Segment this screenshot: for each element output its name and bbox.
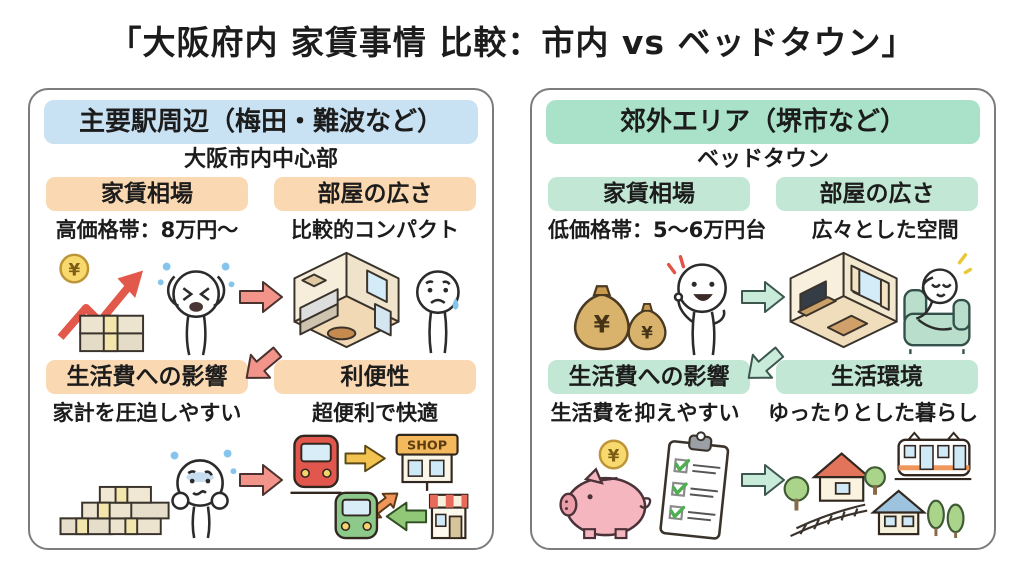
svg-text:¥: ¥ bbox=[68, 259, 80, 279]
suburb-caption-row-2: 生活費を抑えやすい ゆったりとした暮らし bbox=[542, 394, 984, 427]
city-illustration-row-2: SHOP bbox=[40, 428, 482, 540]
big-money-pile-worried-person-icon bbox=[59, 449, 237, 539]
right-arrow-icon bbox=[239, 464, 283, 496]
suburb-environment-label: 生活環境 bbox=[776, 360, 978, 394]
suburb-rent-caption: 低価格帯：5〜6万円台 bbox=[548, 218, 767, 242]
suburban-houses-trees-train-icon bbox=[783, 431, 972, 539]
city-rent-caption: 高価格帯：8万円〜 bbox=[55, 218, 239, 242]
city-convenience-caption: 超便利で快適 bbox=[312, 401, 438, 425]
down-left-arrow-icon bbox=[245, 346, 283, 379]
city-roomsize-label: 部屋の広さ bbox=[274, 177, 476, 211]
green-train-icon bbox=[334, 491, 379, 540]
suburb-illustration-row-2: ¥ bbox=[542, 428, 984, 540]
city-caption-row-2: 家計を圧迫しやすい 超便利で快適 bbox=[40, 394, 482, 427]
emphasis-marks-icon bbox=[666, 255, 686, 275]
trains-and-shops-access-icon: SHOP bbox=[290, 433, 469, 540]
city-rent-label: 家賃相場 bbox=[46, 177, 248, 211]
piggy-bank-icon: ¥ bbox=[559, 439, 652, 540]
worried-person-icon bbox=[171, 459, 229, 539]
money-bag-icon: ¥ bbox=[627, 302, 667, 351]
svg-text:¥: ¥ bbox=[608, 445, 620, 465]
small-room-icon bbox=[293, 251, 400, 349]
tear-icon bbox=[452, 298, 459, 310]
rising-rent-money-stacks-stressed-person-icon: ¥ bbox=[57, 253, 235, 356]
tree-icon bbox=[927, 499, 965, 539]
suburb-cost-caption: 生活費を抑えやすい bbox=[550, 401, 740, 425]
railway-track-icon bbox=[790, 503, 868, 538]
money-pile-icon bbox=[59, 485, 170, 536]
suburb-panel-subtitle: ベッドタウン bbox=[696, 147, 829, 172]
piggy-bank-and-checklist-icon: ¥ bbox=[559, 431, 730, 540]
red-roof-house-icon bbox=[811, 452, 873, 502]
blue-roof-house-icon bbox=[870, 489, 928, 536]
spacious-living-room-relaxed-person-icon bbox=[789, 251, 973, 355]
city-panel-subtitle: 大阪市内中心部 bbox=[183, 147, 338, 172]
sweat-drops-icon bbox=[157, 262, 235, 288]
city-cost-caption: 家計を圧迫しやすい bbox=[52, 401, 242, 425]
checklist-icon bbox=[659, 431, 730, 540]
stressed-person-icon bbox=[167, 270, 226, 356]
suburb-label-row-1: 家賃相場 部屋の広さ bbox=[542, 174, 984, 211]
yellow-right-arrow-icon bbox=[344, 444, 386, 473]
happy-person-icon bbox=[673, 263, 727, 356]
tree-icon bbox=[864, 466, 886, 495]
city-illustration-row-1: ¥ bbox=[40, 245, 482, 357]
money-stacks-icon bbox=[79, 314, 145, 353]
panel-city-center: 主要駅周辺（梅田・難波など） 大阪市内中心部 家賃相場 部屋の広さ 高価格帯：8… bbox=[28, 88, 494, 550]
city-panel-header: 主要駅周辺（梅田・難波など） bbox=[44, 100, 478, 144]
awning-store-icon bbox=[428, 493, 469, 540]
city-label-row-2: 生活費への影響 利便性 bbox=[40, 357, 482, 394]
city-label-row-1: 家賃相場 部屋の広さ bbox=[40, 174, 482, 211]
page-title: 「大阪府内 家賃事情 比較：市内 vs ベッドタウン」 bbox=[108, 23, 916, 62]
suburb-cost-label: 生活費への影響 bbox=[548, 360, 750, 394]
city-cost-label: 生活費への影響 bbox=[46, 360, 248, 394]
money-bags-happy-person-icon: ¥ ¥ bbox=[573, 255, 727, 356]
suburb-caption-row-1: 低価格帯：5〜6万円台 広々とした空間 bbox=[542, 211, 984, 244]
svg-text:SHOP: SHOP bbox=[407, 439, 447, 454]
panel-suburb: 郊外エリア（堺市など） ベッドタウン 家賃相場 部屋の広さ 低価格帯：5〜6万円… bbox=[530, 88, 996, 550]
suburb-panel-header: 郊外エリア（堺市など） bbox=[546, 100, 980, 144]
comparison-panels: 主要駅周辺（梅田・難波など） 大阪市内中心部 家賃相場 部屋の広さ 高価格帯：8… bbox=[0, 88, 1024, 550]
right-arrow-icon bbox=[239, 281, 283, 313]
right-arrow-icon bbox=[741, 281, 785, 313]
suburb-environment-caption: ゆったりとした暮らし bbox=[768, 401, 978, 425]
tree-icon bbox=[783, 476, 810, 511]
sad-person-icon bbox=[415, 270, 460, 354]
money-bag-icon: ¥ bbox=[573, 285, 630, 351]
compact-kitchen-room-sad-person-icon bbox=[293, 251, 460, 354]
suburb-label-row-2: 生活費への影響 生活環境 bbox=[542, 357, 984, 394]
relaxed-person-icon bbox=[915, 268, 958, 331]
city-roomsize-caption: 比較的コンパクト bbox=[291, 218, 459, 242]
suburb-rent-label: 家賃相場 bbox=[548, 177, 750, 211]
green-left-arrow-icon bbox=[385, 501, 428, 532]
svg-text:¥: ¥ bbox=[641, 322, 653, 342]
right-arrow-icon bbox=[741, 464, 785, 496]
sparkle-icon bbox=[957, 253, 973, 275]
city-caption-row-1: 高価格帯：8万円〜 比較的コンパクト bbox=[40, 211, 482, 244]
city-convenience-label: 利便性 bbox=[274, 360, 476, 394]
red-train-icon bbox=[290, 434, 342, 495]
sweat-drops-icon bbox=[170, 449, 237, 475]
commuter-train-icon bbox=[894, 431, 972, 481]
living-room-icon bbox=[789, 251, 898, 349]
suburb-illustration-row-1: ¥ ¥ bbox=[542, 245, 984, 357]
suburb-roomsize-label: 部屋の広さ bbox=[776, 177, 978, 211]
svg-text:¥: ¥ bbox=[594, 310, 611, 338]
shop-building-icon: SHOP bbox=[395, 433, 459, 491]
down-left-arrow-icon bbox=[747, 346, 785, 379]
suburb-roomsize-caption: 広々とした空間 bbox=[811, 218, 959, 242]
